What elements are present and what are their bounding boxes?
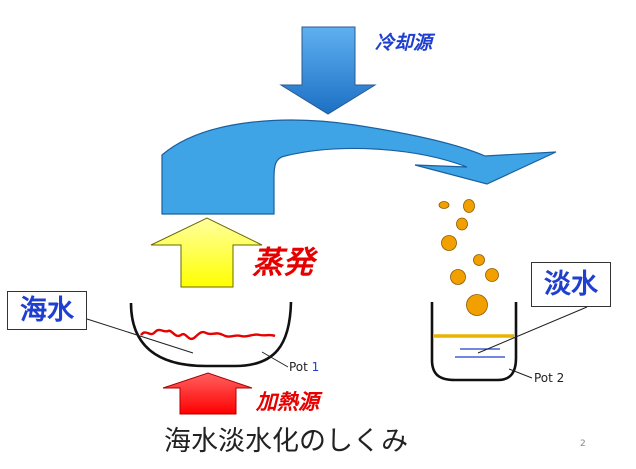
droplet	[441, 235, 457, 251]
evaporation-arrow	[150, 217, 263, 288]
seawater-label: 海水	[20, 295, 74, 326]
droplets	[438, 199, 499, 316]
pot-1	[129, 301, 293, 368]
cooling-arrow	[279, 26, 377, 115]
pot1-leader	[261, 351, 289, 368]
vapor-flow-arrow	[161, 119, 557, 215]
cooling-source-label: 冷却源	[375, 32, 433, 54]
seawater-leader	[86, 318, 194, 354]
pot-2	[430, 302, 518, 382]
droplet	[463, 199, 475, 213]
droplet	[438, 201, 450, 209]
heat-source-label: 加熱源	[256, 390, 319, 414]
droplet	[466, 294, 488, 316]
freshwater-label: 淡水	[544, 269, 598, 300]
seawater-label-box: 海水	[7, 291, 87, 330]
droplet	[450, 269, 466, 285]
droplet	[485, 268, 499, 282]
droplet	[456, 217, 468, 231]
heat-arrow	[162, 372, 253, 415]
freshwater-leader	[477, 306, 588, 354]
pot2-leader	[508, 368, 533, 379]
page-number: 2	[580, 439, 586, 449]
pot1-label: Pot 1	[289, 361, 319, 373]
seawater-surface	[140, 328, 276, 341]
freshwater-label-box: 淡水	[531, 262, 611, 307]
pot1-label-prefix: Pot	[289, 360, 312, 374]
pot2-label: Pot 2	[534, 371, 565, 385]
slide-caption: 海水淡水化のしくみ	[164, 426, 409, 457]
pot1-label-number: 1	[311, 360, 320, 374]
evaporation-label: 蒸発	[252, 245, 314, 281]
droplet	[473, 254, 485, 266]
